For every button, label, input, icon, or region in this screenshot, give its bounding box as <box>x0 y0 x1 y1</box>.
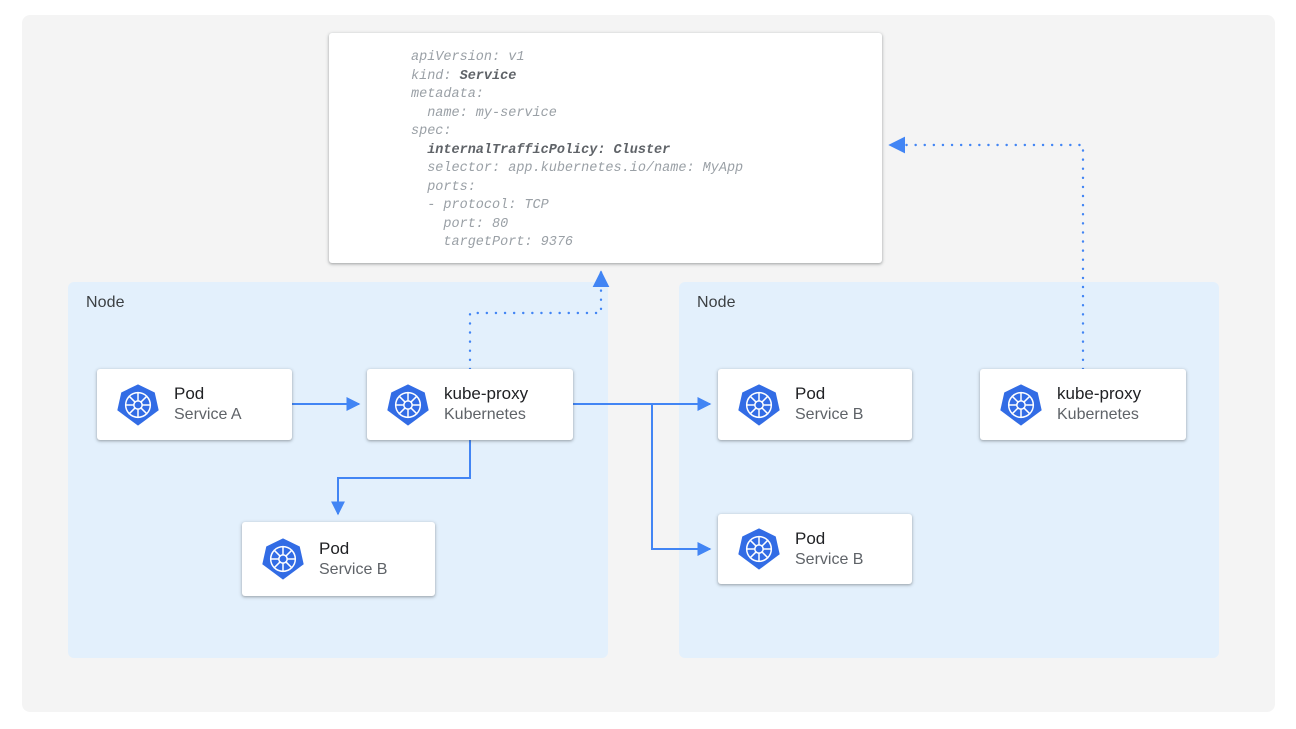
card-title: Pod <box>174 384 205 404</box>
kubernetes-icon <box>262 538 304 580</box>
card-subtitle: Service B <box>795 406 864 424</box>
card-title: kube-proxy <box>444 384 529 404</box>
card-kube-proxy-left[interactable]: kube-proxy Kubernetes <box>367 369 573 440</box>
kubernetes-icon <box>117 383 159 426</box>
card-pod-service-b-remote-1[interactable]: Pod Service B <box>718 369 912 440</box>
card-title: Pod <box>795 384 826 404</box>
card-text: Pod Service B <box>795 528 863 570</box>
card-title: Pod <box>795 528 826 548</box>
card-pod-service-b-local[interactable]: Pod Service B <box>242 522 435 596</box>
kubernetes-icon <box>1000 383 1042 426</box>
card-title: kube-proxy <box>1057 384 1142 404</box>
card-kube-proxy-right[interactable]: kube-proxy Kubernetes <box>980 369 1186 440</box>
card-subtitle: Service B <box>795 550 864 568</box>
node-label-right: Node <box>697 294 736 311</box>
node-group-left: Node <box>68 282 608 658</box>
node-label-left: Node <box>86 294 125 311</box>
card-text: Pod Service B <box>795 383 863 425</box>
service-yaml-panel: apiVersion: v1 kind: Service metadata: n… <box>329 33 882 263</box>
kubernetes-icon <box>738 528 780 570</box>
card-text: Pod Service A <box>174 383 242 425</box>
card-text: kube-proxy Kubernetes <box>444 383 528 425</box>
card-pod-service-b-remote-2[interactable]: Pod Service B <box>718 514 912 584</box>
card-text: kube-proxy Kubernetes <box>1057 383 1141 425</box>
card-subtitle: Kubernetes <box>444 406 526 424</box>
card-title: Pod <box>319 538 350 558</box>
service-yaml-code: apiVersion: v1 kind: Service metadata: n… <box>411 50 744 250</box>
card-subtitle: Service B <box>319 560 388 578</box>
kubernetes-icon <box>738 383 780 426</box>
node-group-right: Node <box>679 282 1219 658</box>
card-subtitle: Service A <box>174 406 242 424</box>
card-subtitle: Kubernetes <box>1057 406 1139 424</box>
card-text: Pod Service B <box>319 538 387 580</box>
kubernetes-icon <box>387 383 429 426</box>
card-pod-service-a[interactable]: Pod Service A <box>97 369 292 440</box>
